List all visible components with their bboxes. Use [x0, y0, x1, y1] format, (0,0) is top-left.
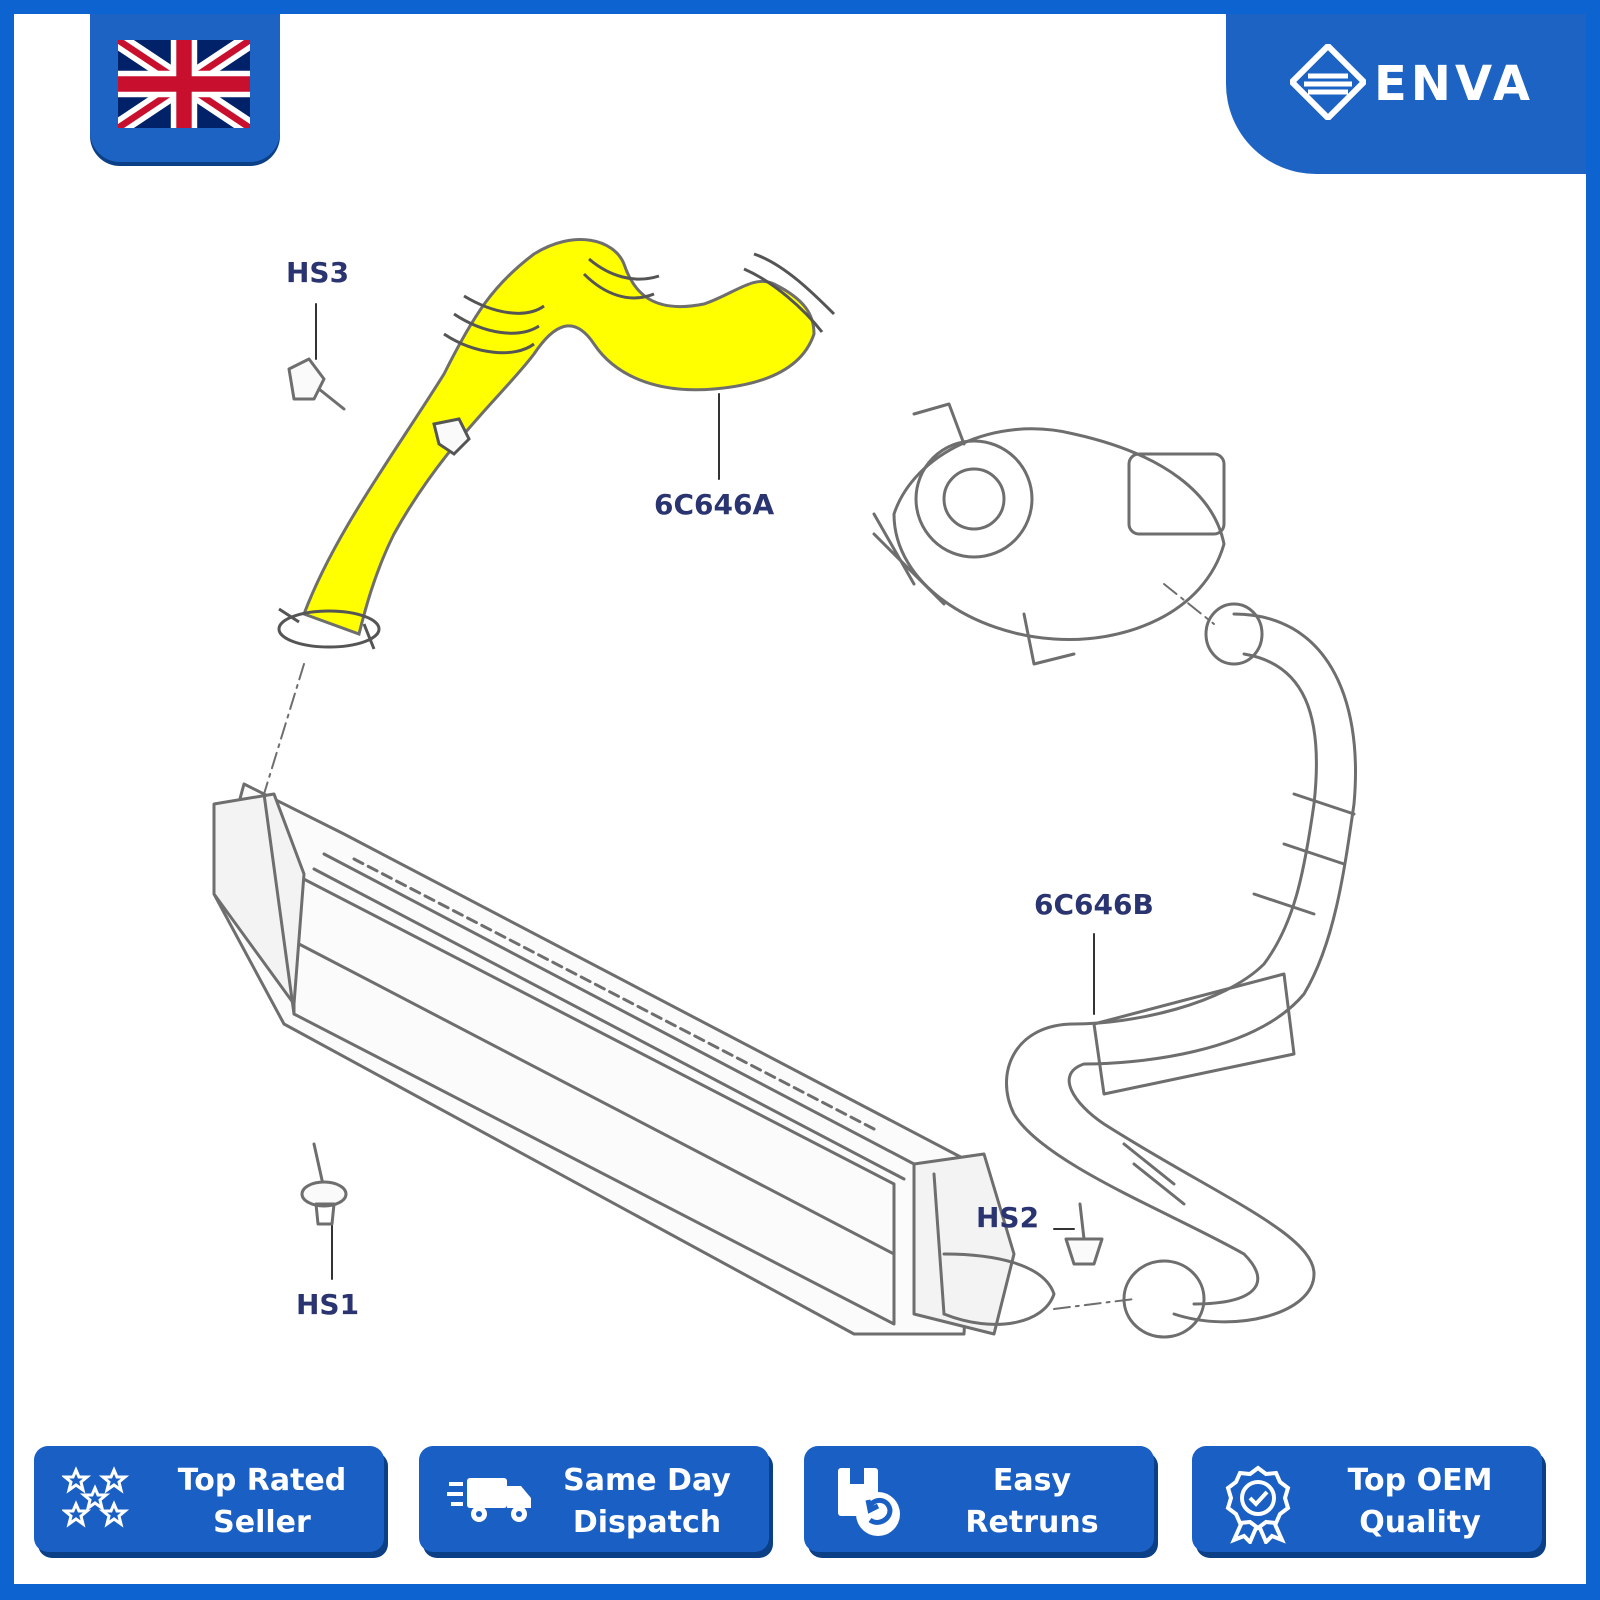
badge-easy-returns: Easy Retruns [804, 1446, 1154, 1552]
bolt-hs3 [287, 357, 346, 411]
delivery-truck-icon [447, 1478, 531, 1522]
stars-icon [62, 1466, 130, 1528]
pipe-6c646b [1005, 602, 1357, 1339]
badge-top-oem-quality: Top OEM Quality [1192, 1446, 1542, 1552]
intercooler [212, 782, 1056, 1336]
quality-badge-icon [1225, 1465, 1291, 1544]
badge-label: Easy Retruns [924, 1460, 1140, 1544]
badge-line2: Quality [1359, 1505, 1481, 1540]
callout-hs1: HS1 [296, 1288, 359, 1321]
brand-name: ENVA [1374, 56, 1534, 112]
exploded-parts-diagram: HS3 6C646A 6C646B HS2 HS1 [212, 238, 1357, 1339]
bolt-hs2 [1064, 1202, 1104, 1266]
brand-header: ENVA [1226, 14, 1586, 174]
callout-6c646b: 6C646B [1034, 888, 1154, 921]
bolt-hs1 [300, 1142, 348, 1226]
enva-diamond-logo-icon [1290, 44, 1366, 120]
turbocharger [872, 402, 1226, 666]
badge-same-day-dispatch: Same Day Dispatch [419, 1446, 769, 1552]
callout-6c646a: 6C646A [654, 488, 774, 521]
badge-line1: Top OEM [1347, 1463, 1493, 1498]
callout-hs2: HS2 [976, 1201, 1039, 1234]
badge-label: Top OEM Quality [1312, 1460, 1528, 1544]
badge-line1: Top Rated [177, 1463, 347, 1498]
return-box-icon [838, 1468, 900, 1536]
badge-label: Same Day Dispatch [539, 1460, 755, 1544]
badge-line2: Seller [213, 1505, 311, 1540]
diagram-canvas: HS3 6C646A 6C646B HS2 HS1 ENVA [14, 14, 1586, 1584]
badge-line2: Dispatch [572, 1505, 722, 1540]
uk-flag-tab [90, 14, 280, 162]
badge-line1: Easy [992, 1463, 1072, 1498]
badge-label: Top Rated Seller [154, 1460, 370, 1544]
callout-hs3: HS3 [286, 256, 349, 289]
union-jack-flag-icon [118, 40, 250, 128]
badge-line2: Retruns [965, 1505, 1099, 1540]
highlighted-hose-6c646a [277, 238, 836, 650]
badge-line1: Same Day [563, 1463, 731, 1498]
badge-top-rated-seller: Top Rated Seller [34, 1446, 384, 1552]
